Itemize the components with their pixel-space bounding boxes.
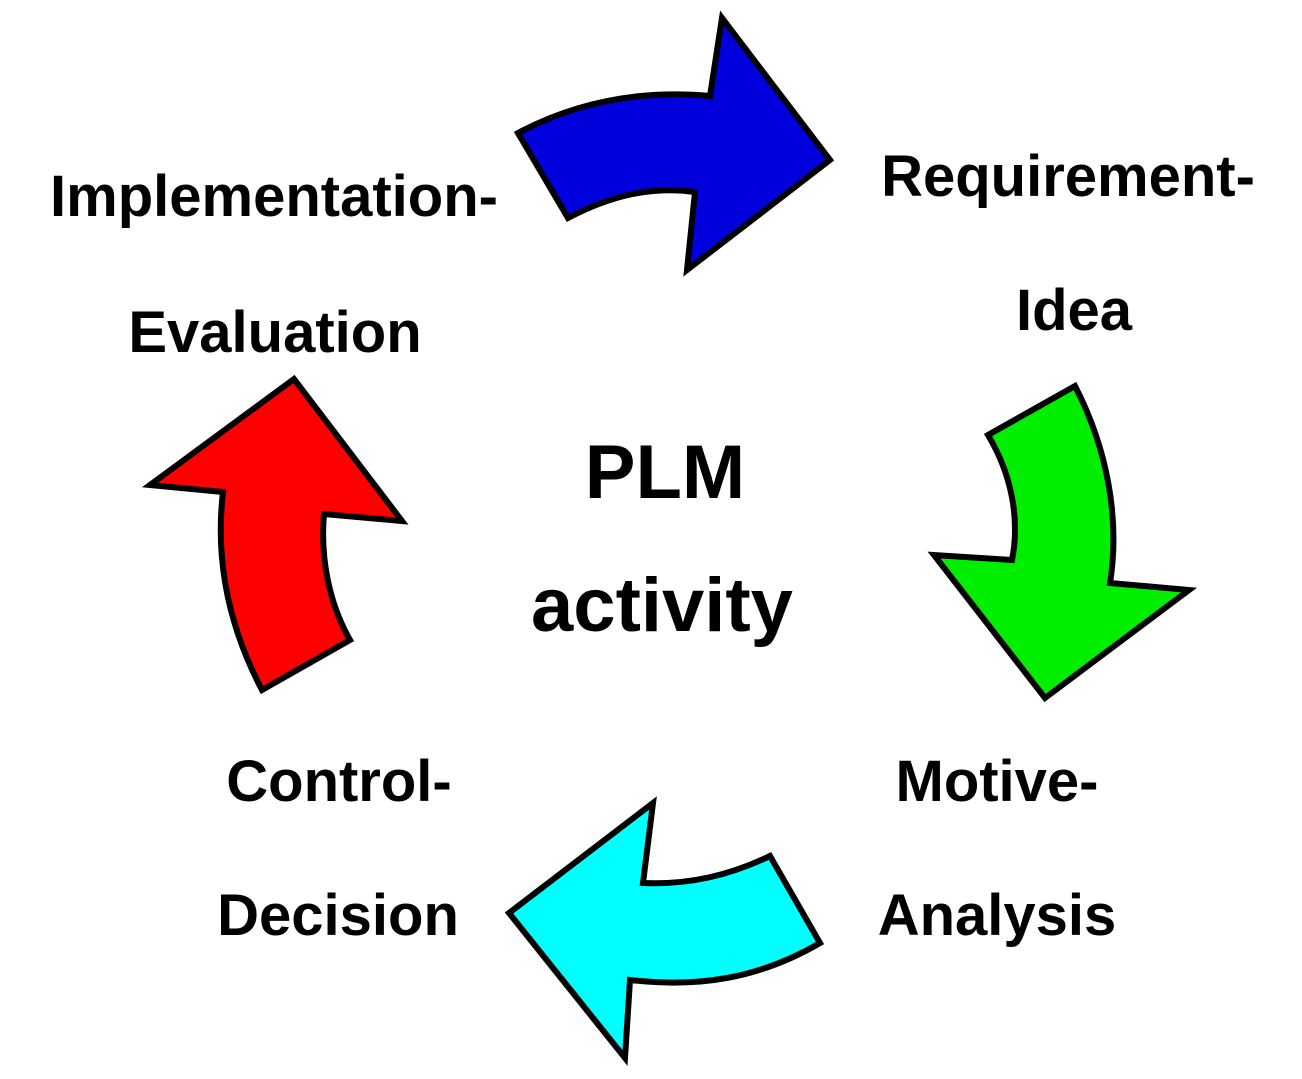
stage-label-evaluation: Evaluation <box>128 300 421 365</box>
curved-arrow-right-icon <box>513 10 835 277</box>
stage-label-idea: Idea <box>1016 278 1133 343</box>
curved-arrow-left-icon <box>504 796 825 1066</box>
center-title-plm: PLM <box>585 430 745 515</box>
center-title-activity: activity <box>531 563 793 648</box>
curved-arrow-up-icon <box>141 374 409 695</box>
curved-arrow-down-icon <box>927 381 1198 703</box>
stage-label-implementation: Implementation- <box>50 164 498 229</box>
stage-label-motive: Motive- <box>896 749 1099 814</box>
stage-label-decision: Decision <box>217 883 459 948</box>
stage-label-analysis: Analysis <box>878 883 1117 948</box>
stage-label-requirement: Requirement- <box>881 144 1255 209</box>
stage-label-control: Control- <box>226 749 452 814</box>
